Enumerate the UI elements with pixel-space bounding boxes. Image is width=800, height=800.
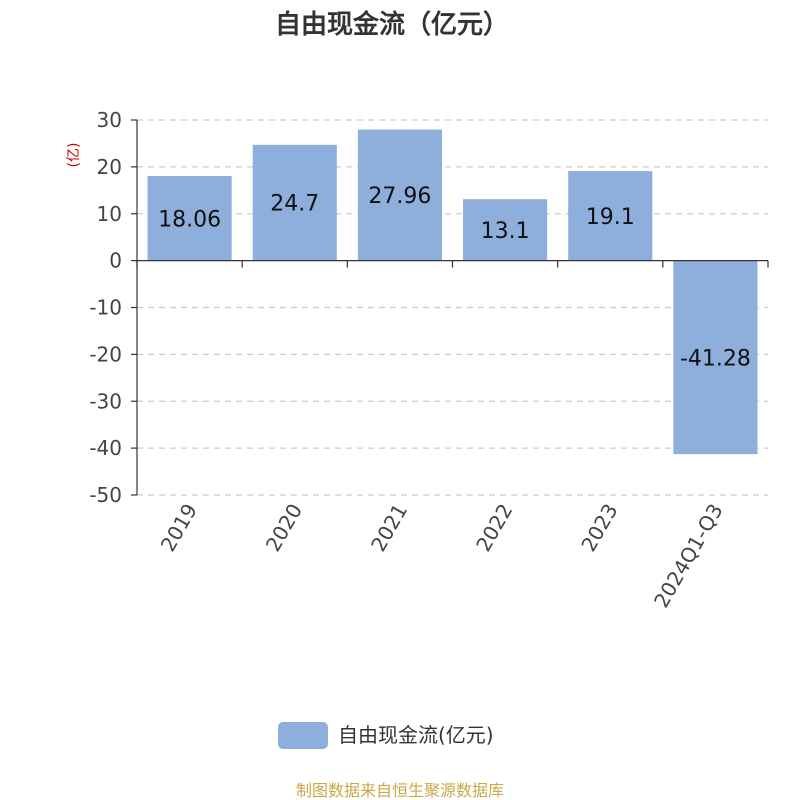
bars-layer (147, 129, 758, 455)
data-labels-layer: 18.06 24.7 27.96 13.1 19.1 -41.28 (158, 184, 751, 371)
bar-2022[interactable] (463, 199, 548, 261)
data-label-2023: 19.1 (586, 205, 635, 230)
y-tick-label-4: -10 (89, 296, 122, 320)
y-tick-label-6: -30 (89, 389, 122, 413)
y-axis-label: (亿) (66, 143, 82, 168)
bar-2024Q1-Q3[interactable] (673, 260, 758, 455)
data-label-2024Q1-Q3: -41.28 (680, 346, 751, 371)
chart-title: 自由现金流（亿元） (275, 9, 509, 40)
data-label-2019: 18.06 (158, 207, 221, 232)
bar-2019[interactable] (147, 175, 232, 261)
x-tick-label-2023: 2023 (576, 500, 622, 556)
legend[interactable]: 自由现金流(亿元) (278, 722, 494, 749)
x-tick-label-2020: 2020 (261, 500, 307, 556)
data-label-2021: 27.96 (368, 184, 431, 209)
y-tick-label-3: 0 (109, 249, 122, 273)
data-label-2020: 24.7 (270, 192, 319, 217)
legend-swatch (278, 722, 328, 749)
x-tick-label-2019: 2019 (156, 500, 202, 556)
y-tick-label-1: 20 (97, 155, 122, 179)
x-tick-label-2022: 2022 (471, 500, 517, 556)
bar-2021[interactable] (357, 129, 442, 261)
y-tick-label-5: -20 (89, 342, 122, 366)
bar-2020[interactable] (252, 144, 337, 261)
legend-label: 自由现金流(亿元) (338, 723, 494, 747)
x-tick-label-2024Q1-Q3: 2024Q1-Q3 (649, 500, 728, 612)
y-tick-label-8: -50 (89, 483, 122, 507)
x-tick-label-2021: 2021 (366, 500, 412, 556)
data-label-2022: 13.1 (481, 219, 530, 244)
y-tick-label-7: -40 (89, 436, 122, 460)
y-tick-label-0: 30 (97, 108, 122, 132)
source-note: 制图数据来自恒生聚源数据库 (296, 781, 504, 800)
y-tick-label-2: 10 (97, 202, 122, 226)
bar-2023[interactable] (568, 171, 653, 261)
